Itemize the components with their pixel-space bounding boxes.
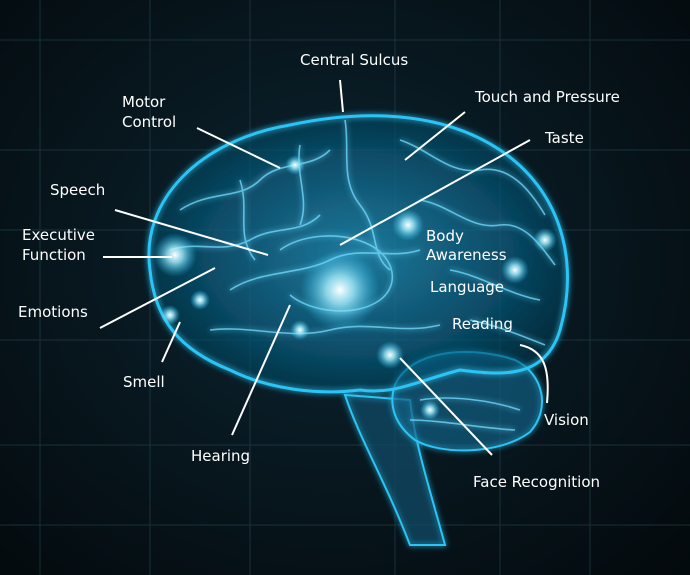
label-vision: Vision	[544, 410, 589, 430]
leader-central-sulcus	[340, 80, 343, 112]
label-speech: Speech	[50, 180, 105, 200]
label-executive-function: Executive Function	[22, 225, 95, 265]
label-central-sulcus: Central Sulcus	[300, 50, 408, 70]
label-hearing: Hearing	[191, 446, 250, 466]
label-touch-pressure: Touch and Pressure	[475, 87, 620, 107]
label-reading: Reading	[452, 314, 513, 334]
label-body-awareness: Body Awareness	[426, 227, 507, 265]
label-face-recognition: Face Recognition	[473, 472, 600, 492]
label-taste: Taste	[545, 128, 584, 148]
label-language: Language	[430, 277, 504, 297]
label-motor-control: Motor Control	[122, 92, 176, 132]
label-smell: Smell	[123, 372, 165, 392]
label-emotions: Emotions	[18, 302, 88, 322]
